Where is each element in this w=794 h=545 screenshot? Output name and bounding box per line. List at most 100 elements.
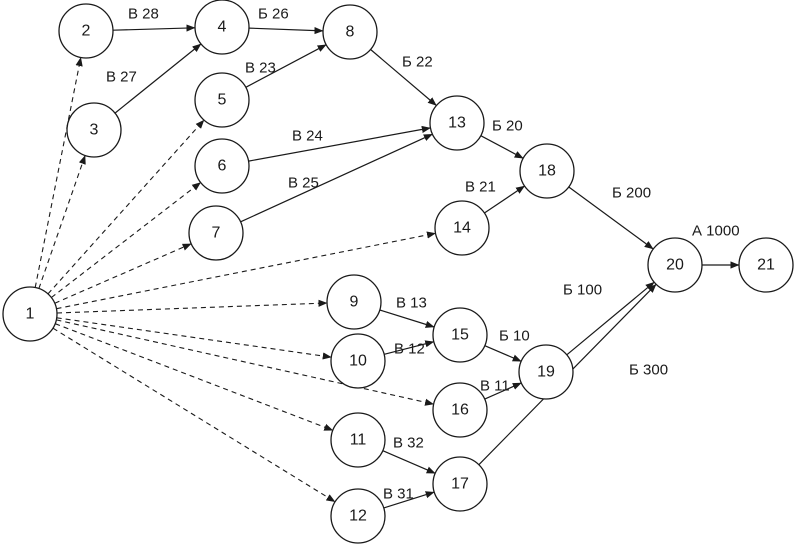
edge-label-12-17: В 31 (383, 486, 414, 503)
node-circle (432, 456, 488, 512)
edge-1-16 (56, 319, 435, 406)
edge-16-19 (484, 382, 522, 400)
edge-3-4 (114, 43, 202, 114)
node-circle (330, 412, 386, 468)
node-circle (58, 3, 114, 59)
node-label: 9 (350, 294, 359, 311)
node-label: 12 (349, 508, 367, 525)
edge-13-18 (480, 135, 524, 159)
edge-15-19 (484, 345, 522, 362)
node-label: 10 (349, 353, 367, 370)
node-7: 7 (188, 205, 244, 261)
node-label: 19 (537, 364, 555, 381)
edge-14-18 (484, 185, 525, 214)
edge-11-17 (382, 450, 436, 474)
node-label: 1 (26, 306, 35, 323)
edge-label-19-20: Б 100 (563, 282, 602, 299)
node-label: 13 (448, 115, 466, 132)
node-circle (434, 200, 490, 256)
edge-labels-layer: В 28 В 27 Б 26 В 23 Б 22 В 24 В 25 Б 20 В 21 Б 20… (106, 6, 740, 503)
edge-1-11 (55, 323, 334, 431)
edge-1-12 (52, 327, 336, 503)
edge-1-6 (51, 182, 201, 298)
node-1: 1 (2, 286, 58, 342)
edge-8-13 (370, 49, 437, 106)
node-circle (188, 205, 244, 261)
node-8: 8 (322, 4, 378, 60)
edge-1-3 (38, 155, 86, 289)
edge-18-20 (568, 186, 654, 250)
node-20: 20 (647, 237, 703, 293)
node-circle (2, 286, 58, 342)
node-circle (194, 138, 250, 194)
node-19: 19 (518, 344, 574, 400)
edge-2-4 (112, 24, 196, 32)
edge-7-13 (240, 133, 433, 223)
edge-5-8 (245, 44, 327, 88)
node-18: 18 (519, 143, 575, 199)
edge-label-13-18: Б 20 (492, 118, 523, 135)
node-21: 21 (738, 237, 794, 293)
node-label: 18 (538, 163, 556, 180)
edge-label-16-19: В 11 (480, 378, 510, 395)
node-label: 16 (451, 402, 469, 419)
edge-label-7-13: В 25 (288, 175, 319, 192)
edge-1-7 (54, 243, 192, 304)
edge-label-15-19: Б 10 (499, 328, 530, 345)
node-label: 21 (757, 257, 775, 274)
node-12: 12 (330, 488, 386, 544)
node-label: 2 (82, 23, 91, 40)
edge-1-5 (47, 119, 205, 295)
edge-9-15 (379, 309, 435, 328)
edge-label-4-8: Б 26 (258, 6, 289, 23)
node-circle (330, 488, 386, 544)
edge-label-11-17: В 32 (393, 435, 424, 452)
edge-label-17-20: Б 300 (629, 362, 668, 379)
edge-19-20 (566, 281, 655, 356)
node-2: 2 (58, 3, 114, 59)
node-label: 17 (451, 476, 469, 493)
node-circle (738, 237, 794, 293)
edge-label-20-21: А 1000 (692, 223, 740, 240)
edge-6-13 (248, 125, 431, 162)
node-circle (429, 95, 485, 151)
node-circle (519, 143, 575, 199)
node-label: 6 (218, 158, 227, 175)
node-label: 5 (218, 92, 227, 109)
edge-10-15 (384, 340, 435, 355)
edge-label-5-8: В 23 (245, 60, 276, 77)
node-label: 4 (218, 19, 227, 36)
node-circle (326, 274, 382, 330)
node-label: 20 (666, 257, 684, 274)
node-circle (330, 333, 386, 389)
edge-label-18-20: Б 200 (612, 185, 651, 202)
node-17: 17 (432, 456, 488, 512)
node-5: 5 (194, 72, 250, 128)
node-4: 4 (194, 0, 250, 55)
edge-label-6-13: В 24 (292, 128, 323, 145)
node-label: 3 (90, 122, 99, 139)
edge-label-8-13: Б 22 (402, 54, 433, 71)
node-circle (518, 344, 574, 400)
node-circle (66, 102, 122, 158)
edge-label-9-15: В 13 (396, 295, 427, 312)
edge-4-8 (248, 26, 324, 35)
edge-label-3-4: В 27 (106, 69, 137, 86)
node-circle (322, 4, 378, 60)
node-3: 3 (66, 102, 122, 158)
edges-layer (34, 24, 740, 509)
edge-1-10 (56, 317, 332, 360)
node-14: 14 (434, 200, 490, 256)
node-10: 10 (330, 333, 386, 389)
node-label: 15 (451, 327, 469, 344)
edge-1-14 (56, 231, 436, 310)
node-9: 9 (326, 274, 382, 330)
node-circle (647, 237, 703, 293)
node-label: 14 (453, 220, 471, 237)
edge-label-2-4: В 28 (128, 6, 159, 23)
node-circle (194, 0, 250, 55)
node-15: 15 (432, 307, 488, 363)
node-6: 6 (194, 138, 250, 194)
edge-label-14-18: В 21 (465, 179, 496, 196)
